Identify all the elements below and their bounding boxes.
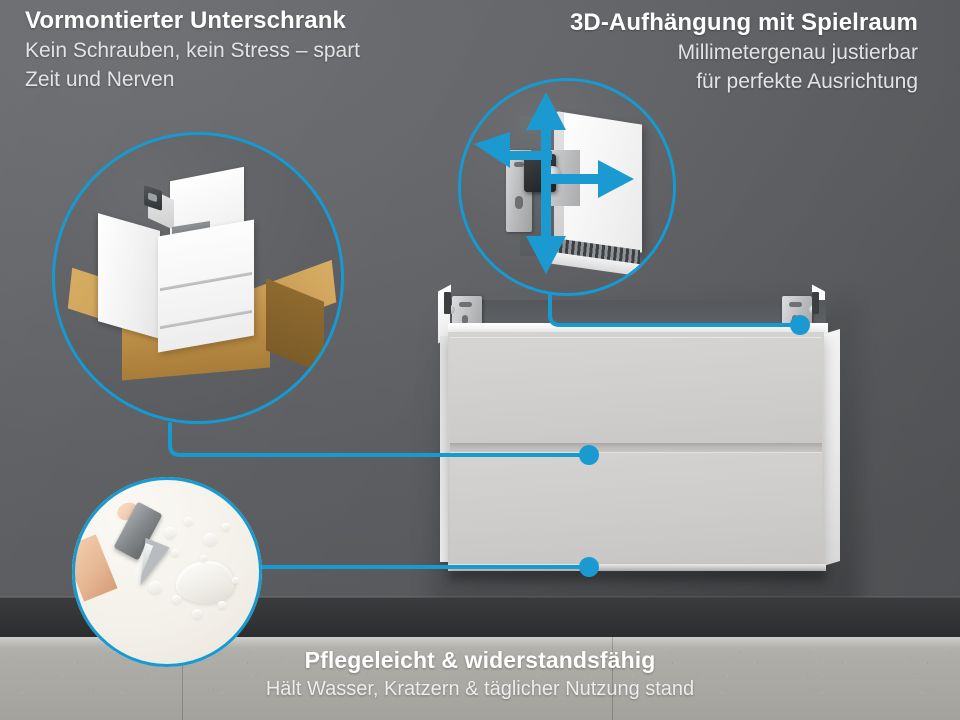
top-right-subtitle-line-1: Millimetergenau justierbar [677,41,918,64]
water-drop-icon [184,517,193,526]
adjustment-arrows-group [474,92,634,274]
water-drop-icon [222,523,230,531]
bracket-slot-icon [789,302,802,307]
bracket-slot-icon [459,302,472,307]
mount-slot-icon [514,162,524,167]
arrow-shaft-left [500,151,552,160]
arrow-shaft-right [550,174,612,184]
cabinet-under-shadow [450,571,826,587]
bracket-slot-icon [462,315,468,324]
mini-cabinet-bracket-icon [144,185,162,211]
drawer-upper[interactable] [450,337,822,444]
water-drop-icon [164,527,176,539]
water-puddle-icon [176,561,234,603]
water-drop-icon [218,601,226,609]
water-drop-icon [148,581,162,594]
arrow-up-icon [526,92,566,130]
top-right-subtitle-line-2: für perfekte Ausrichtung [696,70,918,93]
arrow-right-icon [598,160,634,198]
water-drop-icon [192,609,202,619]
floor-highlight [0,637,960,647]
drawer-gap [450,443,822,452]
mount-slot-icon [515,196,523,209]
top-left-subtitle-line-2: Zeit und Nerven [25,68,175,91]
arrow-down-icon [526,236,566,274]
top-left-subtitle-line-1: Kein Schrauben, kein Stress – spart [25,39,361,62]
water-drop-icon [203,533,217,546]
callout-bubble-3d-mount [458,78,676,296]
skirting-highlight [0,596,960,599]
water-drop-icon [171,549,179,557]
cabinet-bottom-edge [448,564,826,571]
cabinet-hinge-shadow [812,292,819,314]
callout-bubble-preassembled-cabinet [52,132,344,424]
arrow-left-icon [474,132,510,168]
mini-cabinet-side [98,213,160,339]
callout-text-bottom: Pflegeleicht & widerstandsfähig Hält Was… [0,645,960,704]
bottom-subtitle: Hält Wasser, Kratzern & täglicher Nutzun… [265,678,695,700]
callout-text-top-left: Vormontierter Unterschrank Kein Schraube… [25,6,360,94]
product-cabinet [420,280,850,625]
top-left-title: Vormontierter Unterschrank [25,7,346,34]
water-drop-icon [200,555,207,562]
hand-finger [72,534,118,602]
bottom-title: Pflegeleicht & widerstandsfähig [304,647,656,673]
drawer-lower[interactable] [450,452,822,565]
cabinet-hinge-shadow [444,292,451,314]
water-drop-icon [172,595,181,604]
top-right-title: 3D-Aufhängung mit Spielraum [569,9,918,36]
floor-seam [612,637,613,720]
arrow-shaft-vertical [541,116,551,250]
callout-text-top-right: 3D-Aufhängung mit Spielraum Millimeterge… [570,8,918,96]
callout-bubble-durability [72,477,262,667]
water-drop-icon [232,577,239,584]
floor-seam [182,637,183,720]
